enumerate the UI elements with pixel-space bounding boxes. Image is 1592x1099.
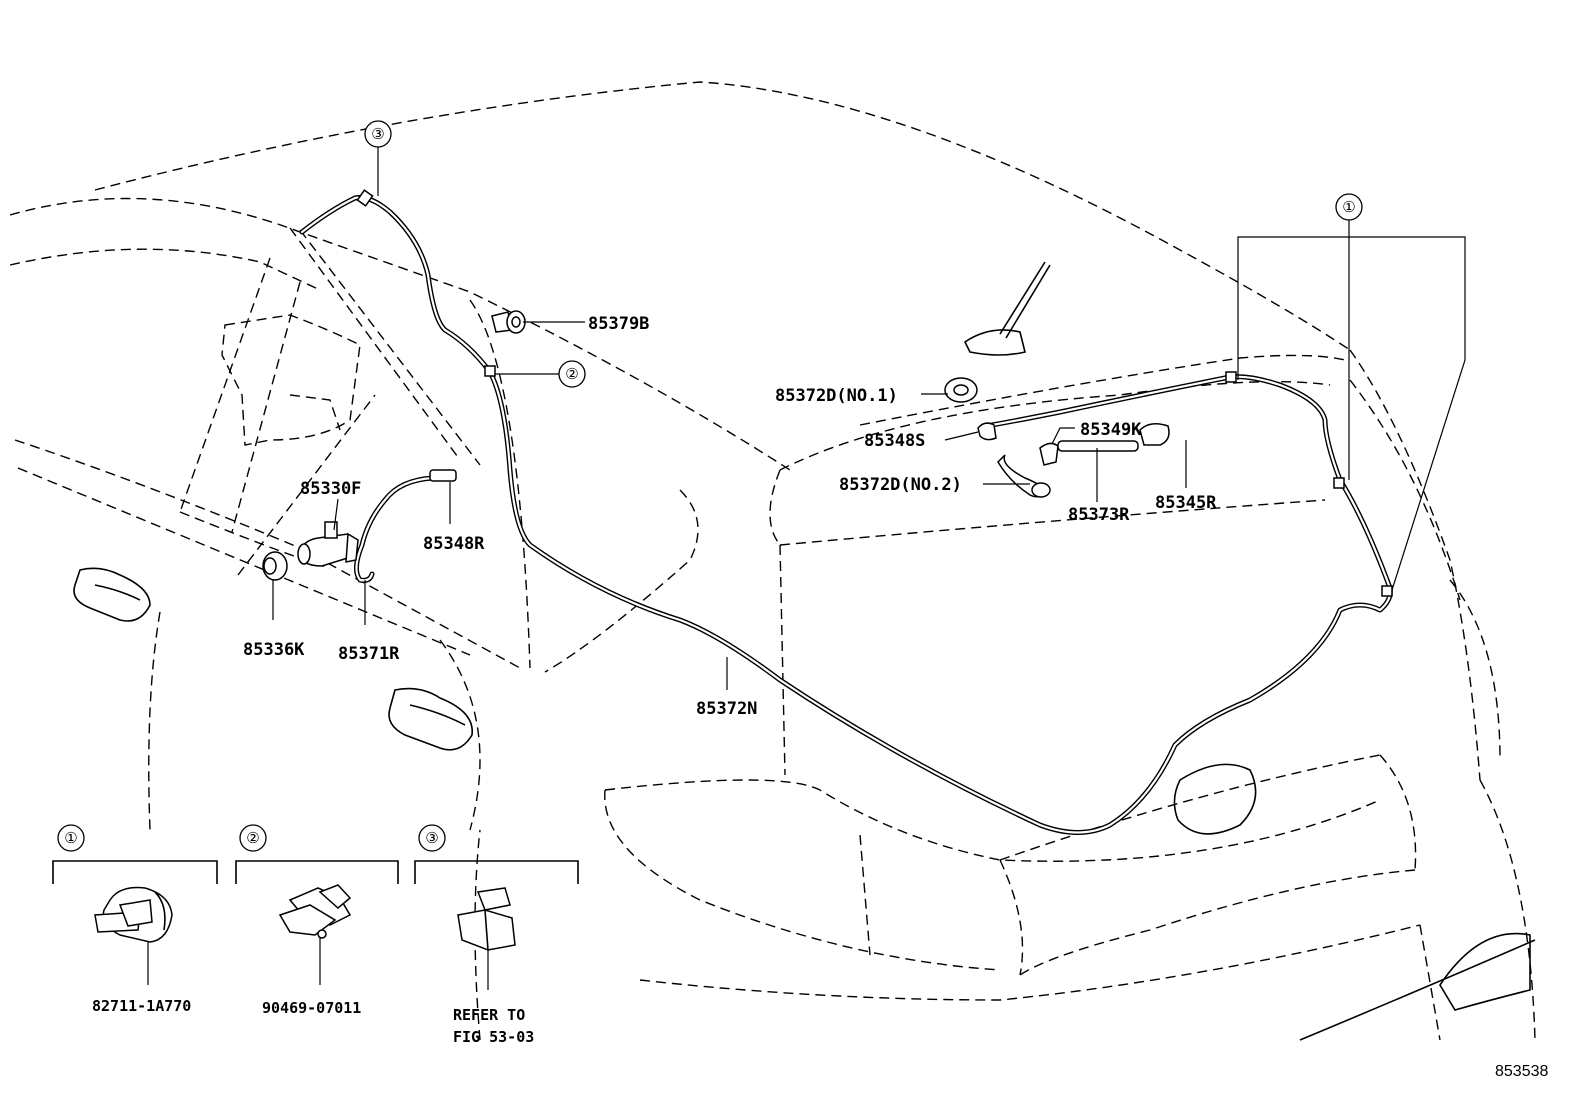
svg-text:①: ①: [64, 829, 77, 847]
grommet-85379B-icon: [491, 310, 526, 334]
part-label-85372D-no2: 85372D(NO.2): [839, 475, 962, 495]
washer-hose-85371R: [354, 469, 457, 583]
legend-clip-1: ① 82711-1A770: [52, 824, 218, 1015]
part-label-85345R: 85345R: [1155, 493, 1217, 513]
rear-nozzle-assembly-icon: [944, 377, 1170, 498]
washer-hose-85372N: [299, 195, 1393, 835]
washer-pump-icon: [297, 521, 359, 567]
rear-door-handle-icon: [73, 567, 151, 622]
svg-text:③: ③: [371, 125, 384, 143]
hose-clip-icon: [356, 189, 1393, 597]
legend-part-90469: 90469-07011: [262, 999, 361, 1017]
part-label-85348S: 85348S: [864, 431, 925, 451]
vehicle-body-outline: [9, 81, 1536, 1041]
svg-text:①: ①: [1342, 198, 1355, 216]
front-door-handle-icon: [388, 687, 473, 751]
washer-tank-outline: [221, 314, 361, 446]
svg-text:②: ②: [565, 365, 578, 383]
leader-lines: [147, 147, 1466, 990]
legend-refer-line2: FIG 53-03: [453, 1028, 534, 1046]
roof-antenna-icon: [963, 261, 1051, 356]
callout-2-hose: ②: [558, 360, 586, 388]
part-label-85371R: 85371R: [338, 644, 400, 664]
legend-clip-2: ② 90469-07011: [235, 824, 399, 1017]
part-label-85349K: 85349K: [1080, 420, 1142, 440]
callout-1-hose: ①: [1335, 193, 1363, 221]
legend-clip-3: ③ REFER TO FIG 53-03: [414, 824, 579, 1046]
legend-refer-line1: REFER TO: [453, 1006, 525, 1024]
legend-part-82711: 82711-1A770: [92, 997, 191, 1015]
part-label-85373R: 85373R: [1068, 505, 1130, 525]
svg-text:③: ③: [425, 829, 438, 847]
callout-3-top: ③: [364, 120, 392, 148]
svg-text:②: ②: [246, 829, 259, 847]
part-label-85348R: 85348R: [423, 534, 485, 554]
part-label-85372N: 85372N: [696, 699, 757, 719]
part-label-85330F: 85330F: [300, 479, 361, 499]
clip-fig53-icon: [457, 887, 516, 951]
part-label-85379B: 85379B: [588, 314, 649, 334]
part-label-85336K: 85336K: [243, 640, 305, 660]
figure-number: 853538: [1495, 1063, 1548, 1080]
clip-82711-icon: [94, 886, 173, 943]
pump-grommet-icon: [262, 551, 288, 581]
clip-90469-icon: [278, 884, 352, 939]
part-label-85372D-no1: 85372D(NO.1): [775, 386, 898, 406]
